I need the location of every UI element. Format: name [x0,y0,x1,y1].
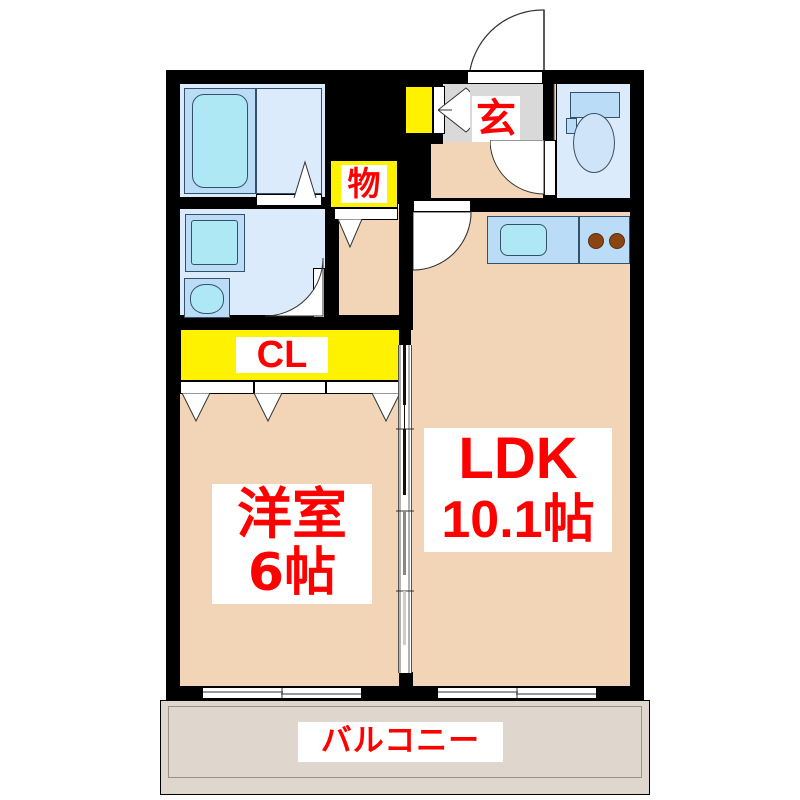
wall-exterior-top [166,70,644,84]
bathroom-floor-pan [256,88,322,194]
wall-hall-ldk-left [399,142,413,330]
balcony-label: バルコニー [298,722,503,762]
storage-door-marker-icon [337,219,363,249]
gas-burner-left-icon [588,233,604,249]
storage-label: 物 [341,165,387,203]
ldk-hall-door[interactable] [413,200,471,212]
ldk-label-line2: 10.1帖 [424,490,612,552]
toilet-bowl [573,113,615,173]
washroom-door-swing-icon [265,258,324,317]
ldk-label-line1: LDK [424,428,612,490]
wall-bedroom-ldk-bottom [399,672,413,690]
kitchen-sink [500,224,547,256]
entry-door-swing-icon[interactable] [468,8,546,72]
wall-exterior-left [166,70,180,700]
closet-label: CL [236,335,328,374]
bathtub-basin [192,94,248,188]
entry-door-threshold [467,71,543,84]
closet-door-markers-icon [181,393,401,423]
genkan-inner-door-swing-icon [438,87,470,133]
ldk-window-sash-icon [438,688,596,698]
bedroom-label-line1: 洋室 [212,484,372,544]
wall-washroom-bottom [180,315,412,329]
toilet-room-door-swing-icon [490,140,545,196]
closet-door-panel-2[interactable] [254,381,326,394]
washroom-toilet-bowl [190,284,224,314]
shoe-cabinet[interactable] [405,86,433,134]
sliding-partition-rail-icon [396,345,414,673]
gas-burner-right-icon [609,233,625,249]
bedroom-window-sash-icon [203,688,361,698]
bedroom-label-line2: 6帖 [212,544,372,604]
entrance-label: 玄 [472,96,520,142]
storage-closet-door[interactable] [334,208,398,220]
bathroom-door-swing-icon [293,160,317,198]
wall-exterior-right [630,70,644,700]
closet-door-panel-1[interactable] [180,381,254,394]
wash-basin-bowl [191,220,238,265]
ldk-hall-door-swing-icon [413,212,472,271]
balcony-inner-line [168,706,642,778]
wall-bedroom-ldk [399,329,411,345]
